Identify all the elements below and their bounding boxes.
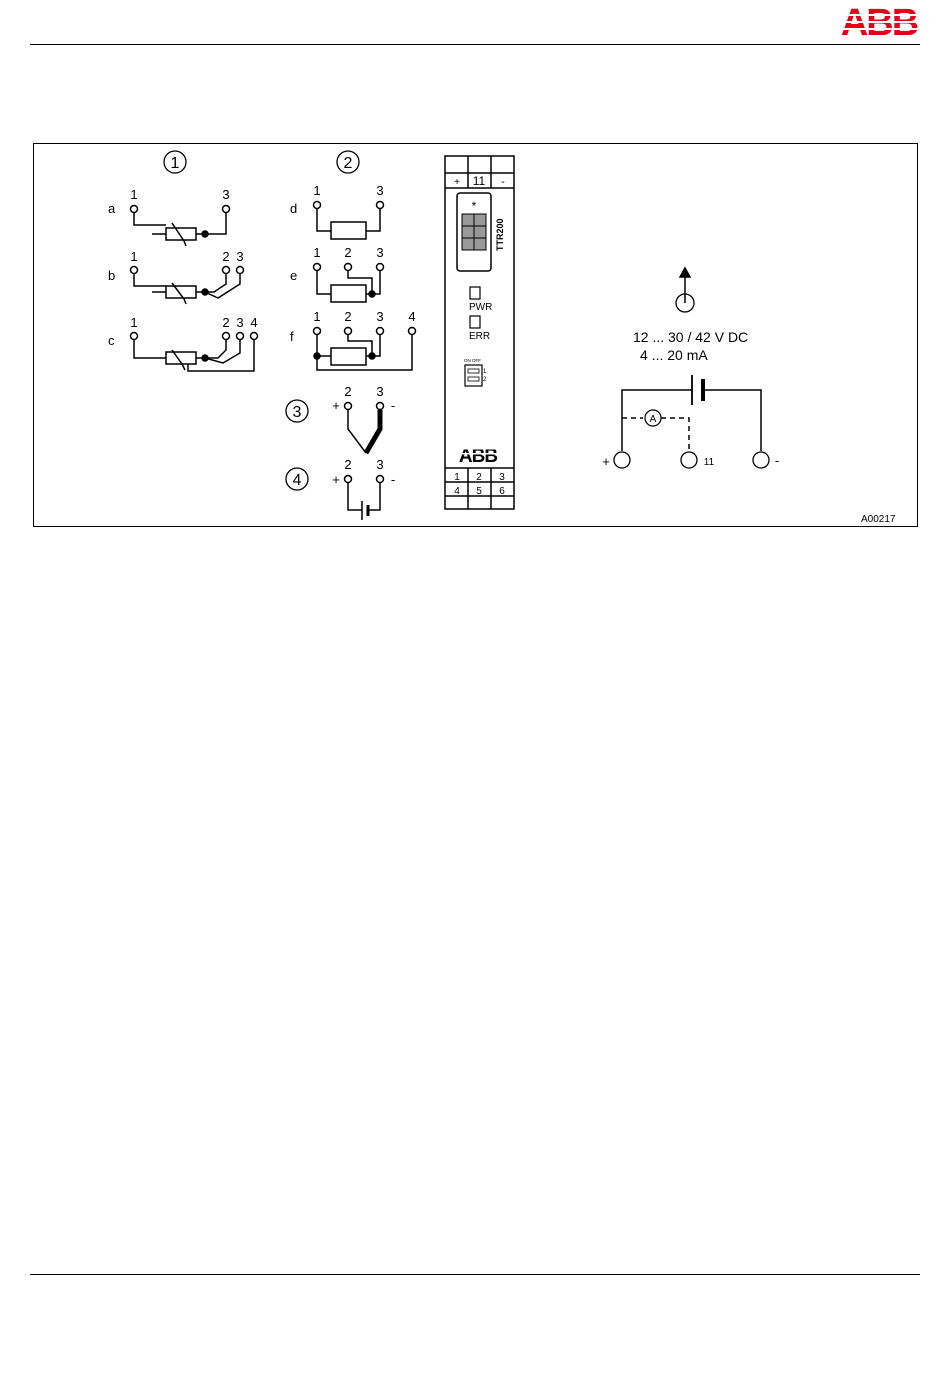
wiring-diagram: 1 a 1 3 b 1 2 3 c 1 2 3 4 <box>33 143 918 527</box>
row-f-term-1: 1 <box>313 309 320 324</box>
row-e-term-1: 1 <box>313 245 320 260</box>
row-e-label: e <box>290 268 297 283</box>
row-f-label: f <box>290 329 294 344</box>
figure-id: A00217 <box>861 514 896 525</box>
header-rule <box>30 44 920 45</box>
vs-term-2: 2 <box>344 457 351 472</box>
supply-term-11: 11 <box>704 457 715 468</box>
group-2-label: 2 <box>344 155 353 172</box>
tc-minus: - <box>391 398 395 413</box>
row-b-term-1: 1 <box>130 249 137 264</box>
device-top-11: 11 <box>473 174 486 188</box>
led-pwr-icon <box>470 287 480 299</box>
row-b-term-2: 2 <box>222 249 229 264</box>
ttr200-device: + 11 - * TTR200 PWR ERR ON OFF 1 2 ABB 1… <box>445 156 514 509</box>
row-f-term-3: 3 <box>376 309 383 324</box>
row-a-rtd-2wire: a 1 3 <box>108 187 230 246</box>
row-d-label: d <box>290 201 297 216</box>
device-bottom-term-5: 5 <box>476 486 482 497</box>
ammeter-label: A <box>650 414 657 425</box>
abb-logo: ABB <box>836 4 922 38</box>
device-bottom-term-4: 4 <box>454 486 460 497</box>
row-a-term-3: 3 <box>222 187 229 202</box>
led-err-label: ERR <box>469 331 490 342</box>
row-a-term-1: 1 <box>130 187 137 202</box>
row-e-resistor-3wire: e 1 2 3 <box>290 245 384 302</box>
row-c-term-4: 4 <box>250 315 257 330</box>
dip-2: 2 <box>483 377 487 383</box>
device-bottom-term-2: 2 <box>476 472 482 483</box>
device-star: * <box>472 199 477 213</box>
row-c-label: c <box>108 333 115 348</box>
row-b-rtd-3wire: b 1 2 3 <box>108 249 244 304</box>
row-d-term-3: 3 <box>376 183 383 198</box>
device-top-minus: - <box>501 176 505 188</box>
footer-rule <box>30 1274 920 1275</box>
device-bottom-term-3: 3 <box>499 472 505 483</box>
row-f-term-2: 2 <box>344 309 351 324</box>
supply-term-minus: - <box>775 453 779 468</box>
tc-plus: + <box>332 398 340 413</box>
device-model: TTR200 <box>495 218 505 251</box>
tc-term-2: 2 <box>344 384 351 399</box>
row-e-term-2: 2 <box>344 245 351 260</box>
supply-current: 4 ... 20 mA <box>640 347 708 363</box>
dip-label: ON OFF <box>464 358 481 363</box>
vs-term-3: 3 <box>376 457 383 472</box>
row-d-term-1: 1 <box>313 183 320 198</box>
led-pwr-label: PWR <box>469 302 492 313</box>
led-err-icon <box>470 316 480 328</box>
supply-voltage: 12 ... 30 / 42 V DC <box>633 329 748 345</box>
row-d-resistor-2wire: d 1 3 <box>290 183 384 239</box>
row-f-term-4: 4 <box>408 309 415 324</box>
row-c-term-1: 1 <box>130 315 137 330</box>
row-b-term-3: 3 <box>236 249 243 264</box>
group-3-thermocouple: 3 2 3 + - <box>286 384 395 453</box>
row-c-rtd-4wire: c 1 2 3 4 <box>108 315 258 371</box>
group-1-label: 1 <box>171 155 180 172</box>
row-a-label: a <box>108 201 116 216</box>
row-b-label: b <box>108 268 115 283</box>
group-3-label: 3 <box>293 404 302 421</box>
device-top-plus: + <box>454 177 460 188</box>
supply-term-plus: + <box>602 454 610 469</box>
tc-term-3: 3 <box>376 384 383 399</box>
group-4-label: 4 <box>293 472 302 489</box>
vs-plus: + <box>332 472 340 487</box>
device-bottom-term-6: 6 <box>499 486 505 497</box>
dip-switch-icon <box>465 365 482 386</box>
vs-minus: - <box>391 472 395 487</box>
row-c-term-2: 2 <box>222 315 229 330</box>
power-supply-circuit: 12 ... 30 / 42 V DC 4 ... 20 mA A + 11 - <box>602 268 779 469</box>
device-bottom-term-1: 1 <box>454 472 460 483</box>
row-e-term-3: 3 <box>376 245 383 260</box>
row-c-term-3: 3 <box>236 315 243 330</box>
group-4-voltage-source: 4 2 3 + - <box>286 457 395 520</box>
dip-1: 1 <box>483 369 487 375</box>
row-f-resistor-4wire: f 1 2 3 4 <box>290 309 416 370</box>
